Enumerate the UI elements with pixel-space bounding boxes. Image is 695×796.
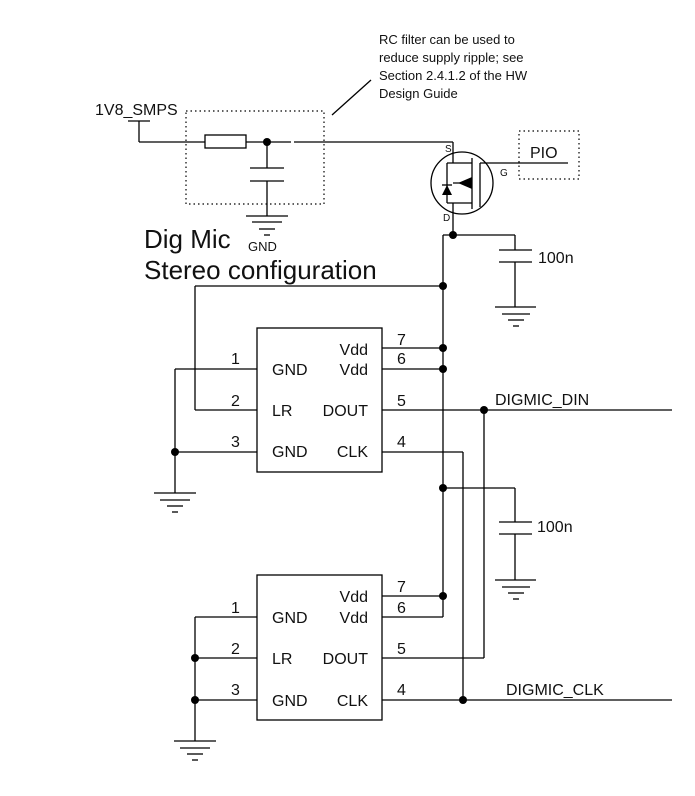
mic1-pin7-num: 7 [397,332,406,349]
mic1-pin2-name: LR [272,403,292,420]
mic2-pin7-name: Vdd [340,589,368,606]
p-mosfet [430,142,568,235]
title-line-1: Dig Mic [144,224,231,254]
junction-dot [439,344,447,352]
capacitor-2-value: 100n [537,519,573,536]
junction-dot [439,592,447,600]
mic2-wires [194,595,672,741]
vdd-rail [442,234,516,597]
junction-dot [439,365,447,373]
mic2-pin3-num: 3 [231,682,240,699]
data-net-label: DIGMIC_DIN [495,392,589,409]
ground-icon [495,306,536,327]
mic2-pin2-name: LR [272,651,292,668]
junction-dot [191,654,199,662]
pio-net-label: PIO [530,145,558,162]
capacitor-1-value: 100n [538,250,574,267]
ground-icon [174,740,216,761]
mic2-pin4-num: 4 [397,682,406,699]
mic2-pin1-name: GND [272,610,308,627]
mic1-pin1-num: 1 [231,351,240,368]
mic-2-chip [256,574,383,721]
annotation-line-4: Design Guide [379,86,458,101]
annotation-line-2: reduce supply ripple; see [379,50,524,65]
mic2-pin5-num: 5 [397,641,406,658]
decoupling-capacitor-1 [499,249,532,307]
mosfet-gate-label: G [500,168,508,179]
annotation-note: RC filter can be used to reduce supply r… [331,32,528,116]
mosfet-drain-label: D [443,213,450,224]
supply-wire [128,120,205,143]
mic2-pin6-num: 6 [397,600,406,617]
mic1-pin5-num: 5 [397,393,406,410]
mosfet-source-label: S [445,144,452,155]
mic2-pin7-num: 7 [397,579,406,596]
resistor [204,134,247,149]
junction-dot [171,448,179,456]
ground-icon [246,215,288,236]
ground-icon [154,492,196,513]
title-line-2: Stereo configuration [144,255,377,285]
mic1-pin7-name: Vdd [340,342,368,359]
mic2-pin4-name: CLK [337,693,368,710]
mic1-pin6-name: Vdd [340,362,368,379]
mic2-pin5-name: DOUT [323,651,369,668]
mic1-wires [174,347,672,700]
mic-1-chip [256,327,383,473]
decoupling-capacitor-2 [443,487,532,580]
junction-dot [459,696,467,704]
mic2-pin2-num: 2 [231,641,240,658]
mic1-pin4-num: 4 [397,434,406,451]
ground-icon [495,579,536,600]
mic2-pin1-num: 1 [231,600,240,617]
mic1-pin3-num: 3 [231,434,240,451]
filter-capacitor [250,142,284,216]
mic1-pin1-name: GND [272,362,308,379]
annotation-leader-line [331,79,372,116]
mic1-lr-wire [194,285,443,411]
mic1-pin5-name: DOUT [323,403,369,420]
mic1-pin3-name: GND [272,444,308,461]
annotation-line-3: Section 2.4.1.2 of the HW [379,68,528,83]
junction-dot [439,282,447,290]
annotation-line-1: RC filter can be used to [379,32,515,47]
ground-net-label: GND [248,239,277,254]
clock-net-label: DIGMIC_CLK [506,682,604,699]
supply-net-label: 1V8_SMPS [95,102,178,119]
mic1-pin6-num: 6 [397,351,406,368]
mic1-pin2-num: 2 [231,393,240,410]
junction-dot [191,696,199,704]
rc-filter-box [185,110,325,205]
mic2-pin3-name: GND [272,693,308,710]
mic2-pin6-name: Vdd [340,610,368,627]
mic1-pin4-name: CLK [337,444,368,461]
